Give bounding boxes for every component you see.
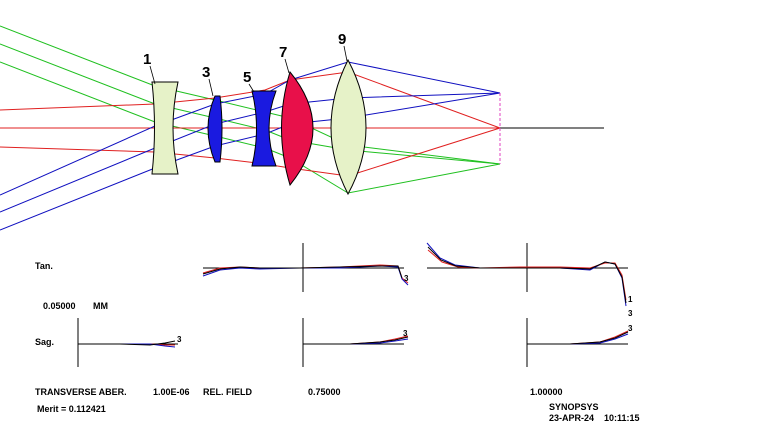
- field-value-3: 1.00000: [530, 387, 563, 397]
- ray-bundle-blue: [0, 61, 501, 231]
- sag-curve-black-1: [78, 340, 176, 346]
- tan-wavelength-label-2: 3: [404, 274, 409, 283]
- sag-wavelength-label-2: 3: [403, 329, 408, 338]
- lens-element-9: [330, 58, 367, 196]
- tan-curve-black-3: [427, 246, 627, 304]
- merit-value: Merit = 0.112421: [37, 404, 106, 414]
- tan-wavelength-label-3a: 1: [628, 295, 633, 304]
- lens-element-3: [207, 95, 223, 163]
- ray-red-low: [0, 127, 501, 177]
- sag-curve-red-3: [527, 330, 629, 345]
- tan-wavelength-label-3b: 3: [628, 309, 633, 318]
- lens-leader-lines: [149, 45, 348, 97]
- field-value-2: 0.75000: [308, 387, 341, 397]
- lens-label-1: 1: [143, 51, 151, 68]
- program-name: SYNOPSYS: [549, 402, 599, 412]
- leader-5: [248, 83, 255, 93]
- tan-curve-red-3: [427, 249, 627, 301]
- lens-label-5: 5: [243, 69, 251, 86]
- field-value-1: 1.00E-06: [153, 387, 190, 397]
- aberration-plot-field-1: 3: [77, 318, 182, 367]
- tan-label: Tan.: [35, 261, 53, 271]
- ray-green-mid: [0, 43, 501, 165]
- ray-bundle-red: [0, 71, 501, 177]
- aberration-plot-field-075: 3 3: [202, 243, 409, 367]
- scale-value: 0.05000: [43, 301, 76, 311]
- sag-wavelength-label-1: 3: [177, 335, 182, 344]
- lens-label-9: 9: [338, 31, 346, 48]
- rel-field-label: REL. FIELD: [203, 387, 252, 397]
- lens-element-1: [151, 81, 179, 175]
- leader-9: [343, 45, 348, 62]
- leader-3: [208, 78, 214, 97]
- scale-unit: MM: [93, 301, 108, 311]
- transverse-aber-title: TRANSVERSE ABER.: [35, 387, 127, 397]
- sag-wavelength-label-3: 3: [628, 324, 633, 333]
- ray-bundle-green: [0, 25, 501, 194]
- run-date: 23-APR-24: [549, 413, 594, 423]
- leader-7: [284, 58, 290, 74]
- lens-element-5: [251, 90, 277, 167]
- lens-element-7: [281, 70, 314, 187]
- lens-label-3: 3: [202, 64, 210, 81]
- sag-curve-black-3: [527, 331, 629, 345]
- ray-blue-mid: [0, 92, 501, 213]
- run-time: 10:11:15: [604, 413, 640, 423]
- sag-curve-black-2: [303, 336, 409, 345]
- lens-label-7: 7: [279, 44, 287, 61]
- tan-curve-black-2: [202, 265, 403, 279]
- sag-label: Sag.: [35, 337, 54, 347]
- aberration-plot-field-100: 1 3 3: [426, 242, 633, 367]
- tan-curve-blue-2: [202, 265, 409, 286]
- leader-1: [149, 65, 156, 85]
